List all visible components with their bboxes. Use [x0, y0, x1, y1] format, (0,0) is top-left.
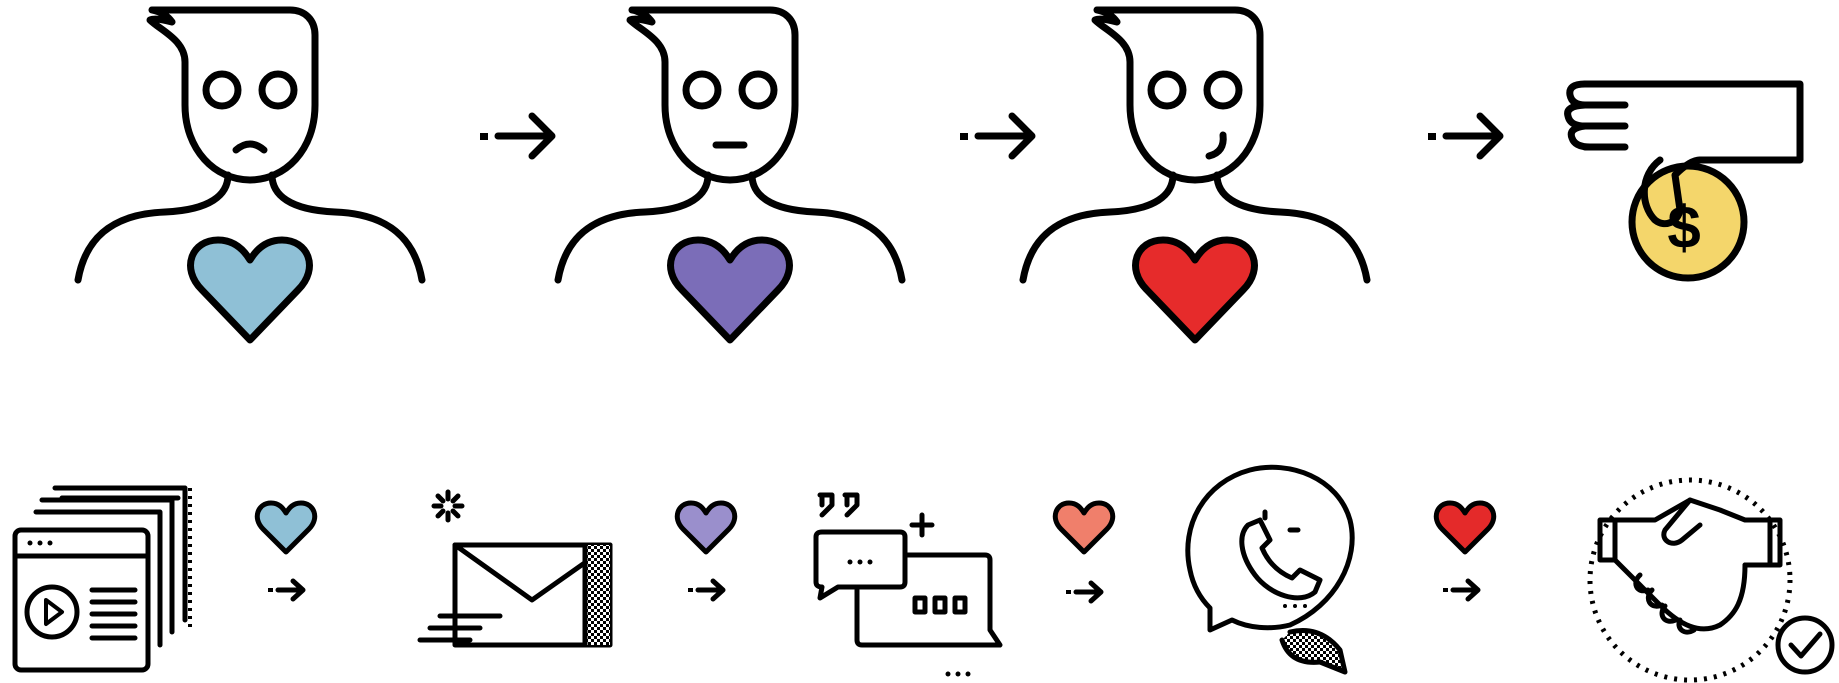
small-arrow-right-icon: [1443, 578, 1481, 602]
handshake-check-icon: [1587, 477, 1835, 683]
sad-person-icon: [74, 6, 426, 344]
small-heart-coral-icon: [1052, 500, 1116, 555]
happy-person-icon: [1019, 6, 1371, 344]
arrow-right-icon: [1428, 112, 1504, 160]
small-heart-red-icon: [1433, 500, 1497, 555]
neutral-person-icon: [554, 6, 906, 344]
small-heart-blue-icon: [254, 500, 318, 555]
heart-neutral-icon: [667, 236, 793, 344]
small-arrow-right-icon: [268, 578, 306, 602]
browser-video-pages-icon: [12, 485, 192, 673]
coin-dollar-symbol: $: [1667, 194, 1700, 261]
chat-quotes-icon: [813, 492, 1003, 677]
small-arrow-right-icon: [688, 578, 726, 602]
heart-sad-icon: [187, 236, 313, 344]
small-arrow-right-icon: [1066, 580, 1104, 604]
heart-happy-icon: [1132, 236, 1258, 344]
email-envelope-icon: [417, 489, 613, 648]
arrow-right-icon: [960, 112, 1036, 160]
arrow-right-icon: [480, 112, 556, 160]
hand-giving-coin-icon: $: [1564, 80, 1804, 282]
small-heart-purple-icon: [674, 500, 738, 555]
phone-call-bubble-icon: [1185, 464, 1355, 675]
